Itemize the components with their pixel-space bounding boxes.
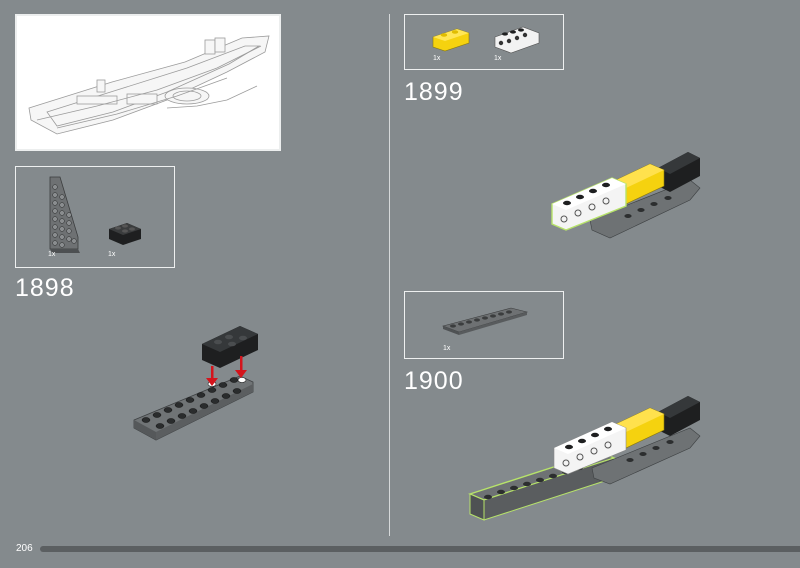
red-arrow-icon: [206, 356, 247, 386]
technic-brick-icon: [494, 26, 540, 54]
step-number-1898: 1898: [15, 274, 75, 302]
step-number-1899: 1899: [404, 78, 464, 106]
part-quantity: 1x: [443, 345, 451, 352]
parts-callout-1900: 1x: [404, 291, 564, 359]
part-quantity: 1x: [433, 55, 441, 62]
slope-brick-icon: [109, 223, 141, 245]
parts-callout-1898: 1x 1x: [15, 166, 175, 268]
part-quantity: 1x: [48, 251, 56, 258]
yellow-brick-icon: [432, 28, 470, 52]
page-number: 206: [16, 543, 33, 554]
part-quantity: 1x: [494, 55, 502, 62]
page-divider: [389, 14, 390, 536]
part-quantity: 1x: [108, 251, 116, 258]
parts-callout-1899: 1x 1x: [404, 14, 564, 70]
step-number-1900: 1900: [404, 367, 464, 395]
progress-bar: [40, 546, 800, 552]
model-overview-icon: [28, 35, 270, 135]
wedge-plate-icon: [49, 176, 80, 253]
grey-plate-icon: [442, 307, 529, 335]
model-overview-frame: [15, 14, 281, 151]
